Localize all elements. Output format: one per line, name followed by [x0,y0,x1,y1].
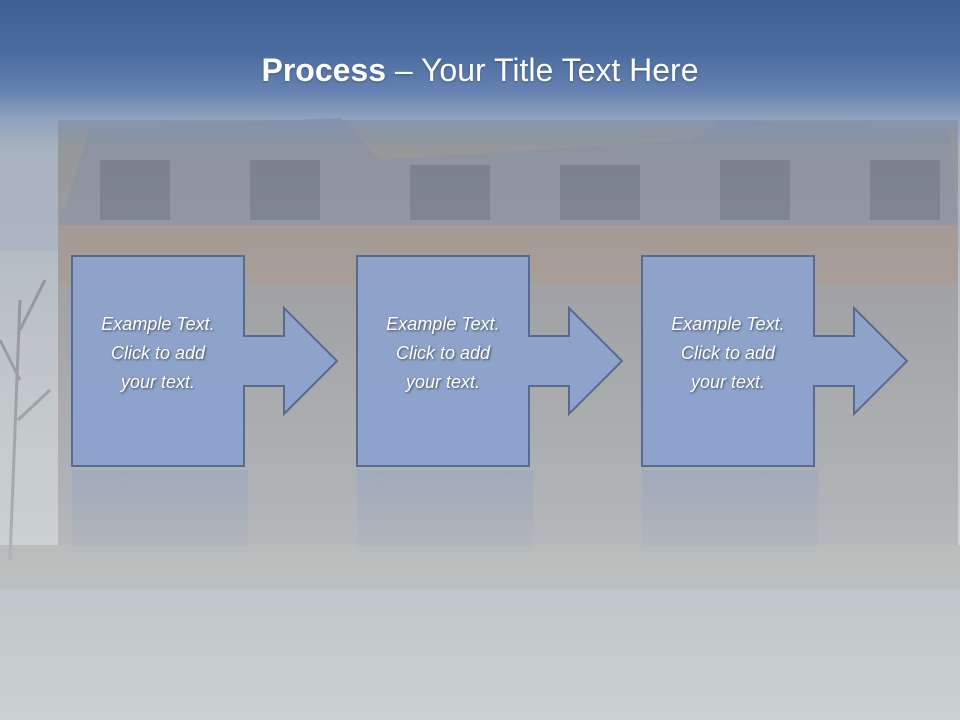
step-3-line-3: your text. [690,372,766,392]
step-2-line-1: Example Text. [386,314,500,334]
step-1-arrow-shape [71,255,339,467]
step-3-reflection [642,470,818,560]
slide-title[interactable]: Process – Your Title Text Here [0,52,960,89]
title-band [0,0,960,150]
step-3-line-2: Click to add [680,343,776,363]
step-1-text: Example Text. Click to add your text. [72,310,244,397]
step-2-line-2: Click to add [395,343,491,363]
step-3-text: Example Text. Click to add your text. [642,310,814,397]
step-1-line-2: Click to add [110,343,206,363]
step-2-reflection [357,470,533,560]
title-bold-text: Process [261,52,387,88]
process-step-3[interactable]: Example Text. Click to add your text. [641,255,912,468]
process-step-1[interactable]: Example Text. Click to add your text. [71,255,342,468]
title-rest-text: – Your Title Text Here [386,52,699,88]
step-2-line-3: your text. [405,372,481,392]
step-3-arrow-shape [641,255,909,467]
step-2-arrow-shape [356,255,624,467]
process-step-2[interactable]: Example Text. Click to add your text. [356,255,627,468]
step-3-line-1: Example Text. [671,314,785,334]
step-1-line-3: your text. [120,372,196,392]
step-1-line-1: Example Text. [101,314,215,334]
step-2-text: Example Text. Click to add your text. [357,310,529,397]
step-1-reflection [72,470,248,560]
